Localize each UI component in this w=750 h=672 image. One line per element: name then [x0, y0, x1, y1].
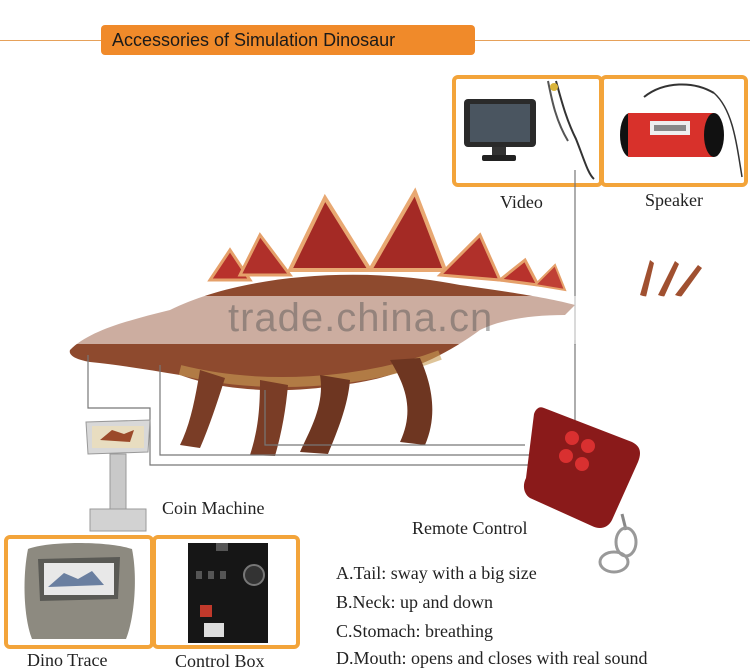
feature-mouth: D.Mouth: opens and closes with real soun…: [336, 648, 648, 668]
feature-stomach: C.Stomach: breathing: [336, 621, 493, 641]
title-banner: [101, 25, 475, 55]
watermark-band: [60, 296, 690, 344]
dino-trace-caption: Dino Trace: [27, 650, 108, 670]
dino-trace-image: [24, 543, 135, 639]
page-title: Accessories of Simulation Dinosaur: [112, 30, 396, 50]
header-rule-right: [475, 40, 750, 41]
video-caption: Video: [500, 192, 543, 212]
speaker-photo-frame: [600, 75, 748, 187]
coin-machine-caption: Coin Machine: [162, 498, 265, 518]
remote-control-caption: Remote Control: [412, 518, 528, 538]
feature-tail: A.Tail: sway with a big size: [336, 563, 537, 583]
feature-neck: B.Neck: up and down: [336, 592, 493, 612]
coin-machine-image: [85, 419, 151, 532]
watermark-text: trade.china.cn: [228, 296, 494, 340]
header-rule-left: [0, 40, 101, 41]
control-box-caption: Control Box: [175, 651, 265, 671]
control-box-photo-frame: [152, 535, 300, 649]
speaker-image: [620, 83, 743, 178]
dino-trace-photo-frame: [4, 535, 154, 649]
remote-control-image: [523, 407, 640, 574]
tail-spikes: [640, 260, 702, 297]
control-box-image: [188, 543, 268, 643]
video-monitor-image: [464, 80, 595, 180]
video-photo-frame: [452, 75, 603, 187]
speaker-caption: Speaker: [645, 190, 703, 210]
